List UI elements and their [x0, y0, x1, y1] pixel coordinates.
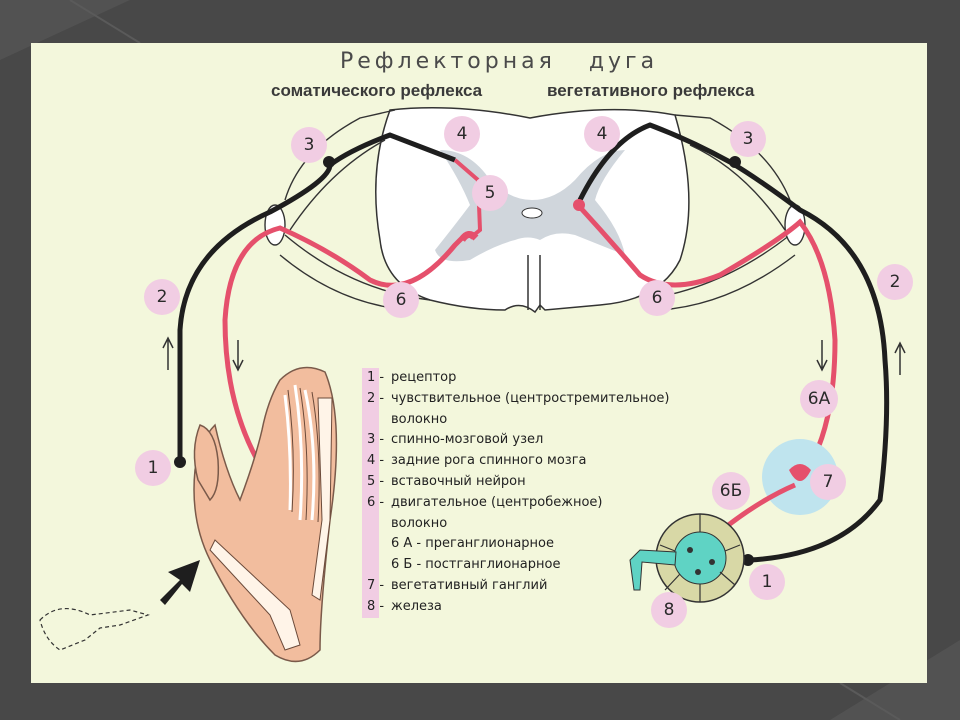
left-ganglion-cell [323, 156, 335, 168]
right-synapse [573, 199, 585, 211]
label-badge-l6: 6 [383, 282, 419, 318]
label-badge-r6b: 6Б [712, 472, 750, 510]
stimulus-arrow [160, 560, 200, 605]
legend-item-number: 3 - [367, 432, 385, 448]
legend-item: 1 - рецептор [365, 368, 725, 389]
label-badge-l1: 1 [135, 450, 171, 486]
arm-illustration [193, 366, 338, 663]
legend-bar [362, 368, 379, 618]
legend-item-number: 8 - [367, 598, 385, 614]
gland-illustration [629, 513, 745, 603]
direction-arrows [162, 336, 906, 375]
diagram-title: Рефлекторная дуга [340, 49, 659, 74]
legend-item: 3 - спинно-мозговой узел [365, 430, 725, 451]
legend-item: 6 А - преганглионарное [365, 534, 725, 555]
label-badge-c5: 5 [472, 175, 508, 211]
right-motor-fiber [576, 203, 838, 467]
legend-item: 6 Б - постганглионарное [365, 555, 725, 576]
legend-item-number: 7 - [367, 577, 385, 593]
legend-item: 8 - железа [365, 597, 725, 618]
label-badge-l3: 3 [291, 127, 327, 163]
legend-item-text: вставочный нейрон [391, 473, 526, 489]
label-badge-r6: 6 [639, 280, 675, 316]
left-sensory-fiber [177, 132, 456, 462]
label-badge-r4: 4 [584, 116, 620, 152]
subtitle-somatic: соматического рефлекса [271, 81, 483, 100]
left-receptor [174, 456, 186, 468]
right-receptor [742, 554, 754, 566]
legend-item-number: 5 - [367, 473, 385, 489]
label-badge-l2: 2 [144, 279, 180, 315]
legend-item-text: рецептор [391, 370, 457, 385]
legend-item: 7 - вегетативный ганглий [365, 576, 725, 597]
label-badge-r6a: 6А [800, 380, 838, 418]
legend-item-number: 6 - [367, 494, 385, 510]
subtitle-vegetative: вегетативного рефлекса [547, 81, 755, 100]
legend-item-text: спинно-мозговой узел [391, 432, 544, 448]
label-badge-r3: 3 [730, 121, 766, 157]
anterior-fissure [527, 255, 541, 310]
stimulus-hand-outline [39, 608, 150, 651]
legend-item-text: задние рога спинного мозга [391, 453, 587, 469]
legend: 1 - рецептор 2 - чувствительное (центростре… [362, 368, 725, 618]
right-sensory-fiber [577, 122, 890, 563]
legend-item: 5 - вставочный нейрон [365, 472, 725, 493]
label-badge-r7: 7 [810, 464, 846, 500]
legend-item-number: 2 - [367, 390, 385, 406]
ganglion-synapse [789, 464, 811, 481]
legend-item-text: 6 А - преганглионарное [391, 536, 555, 552]
legend-item-number: 1 - [367, 370, 385, 385]
legend-item-text: железа [391, 598, 442, 614]
legend-item-text: 6 Б - постганглионарное [391, 557, 561, 573]
legend-item-text: вегетативный ганглий [391, 577, 548, 593]
label-badge-r8: 8 [651, 592, 687, 628]
label-badge-r2: 2 [877, 264, 913, 300]
legend-item: волокно [365, 514, 725, 535]
legend-item-text: двигательное (центробежное) [391, 494, 603, 510]
central-canal [521, 207, 543, 219]
legend-item-text: волокно [391, 411, 448, 427]
legend-item: 2 - чувствительное (центростремительное) [365, 389, 725, 410]
legend-item-text: волокно [391, 515, 448, 531]
left-synapse [458, 231, 479, 242]
legend-item: волокно [365, 410, 725, 431]
label-badge-r1: 1 [749, 564, 785, 600]
legend-item-text: чувствительное (центростремительное) [391, 390, 670, 406]
legend-item: 4 - задние рога спинного мозга [365, 451, 725, 472]
postganglionic-fiber [720, 482, 796, 532]
legend-item-number: 4 - [367, 453, 385, 469]
right-ganglion-cell [729, 156, 741, 168]
label-badge-l4: 4 [444, 116, 480, 152]
legend-item: 6 - двигательное (центробежное) [365, 493, 725, 514]
